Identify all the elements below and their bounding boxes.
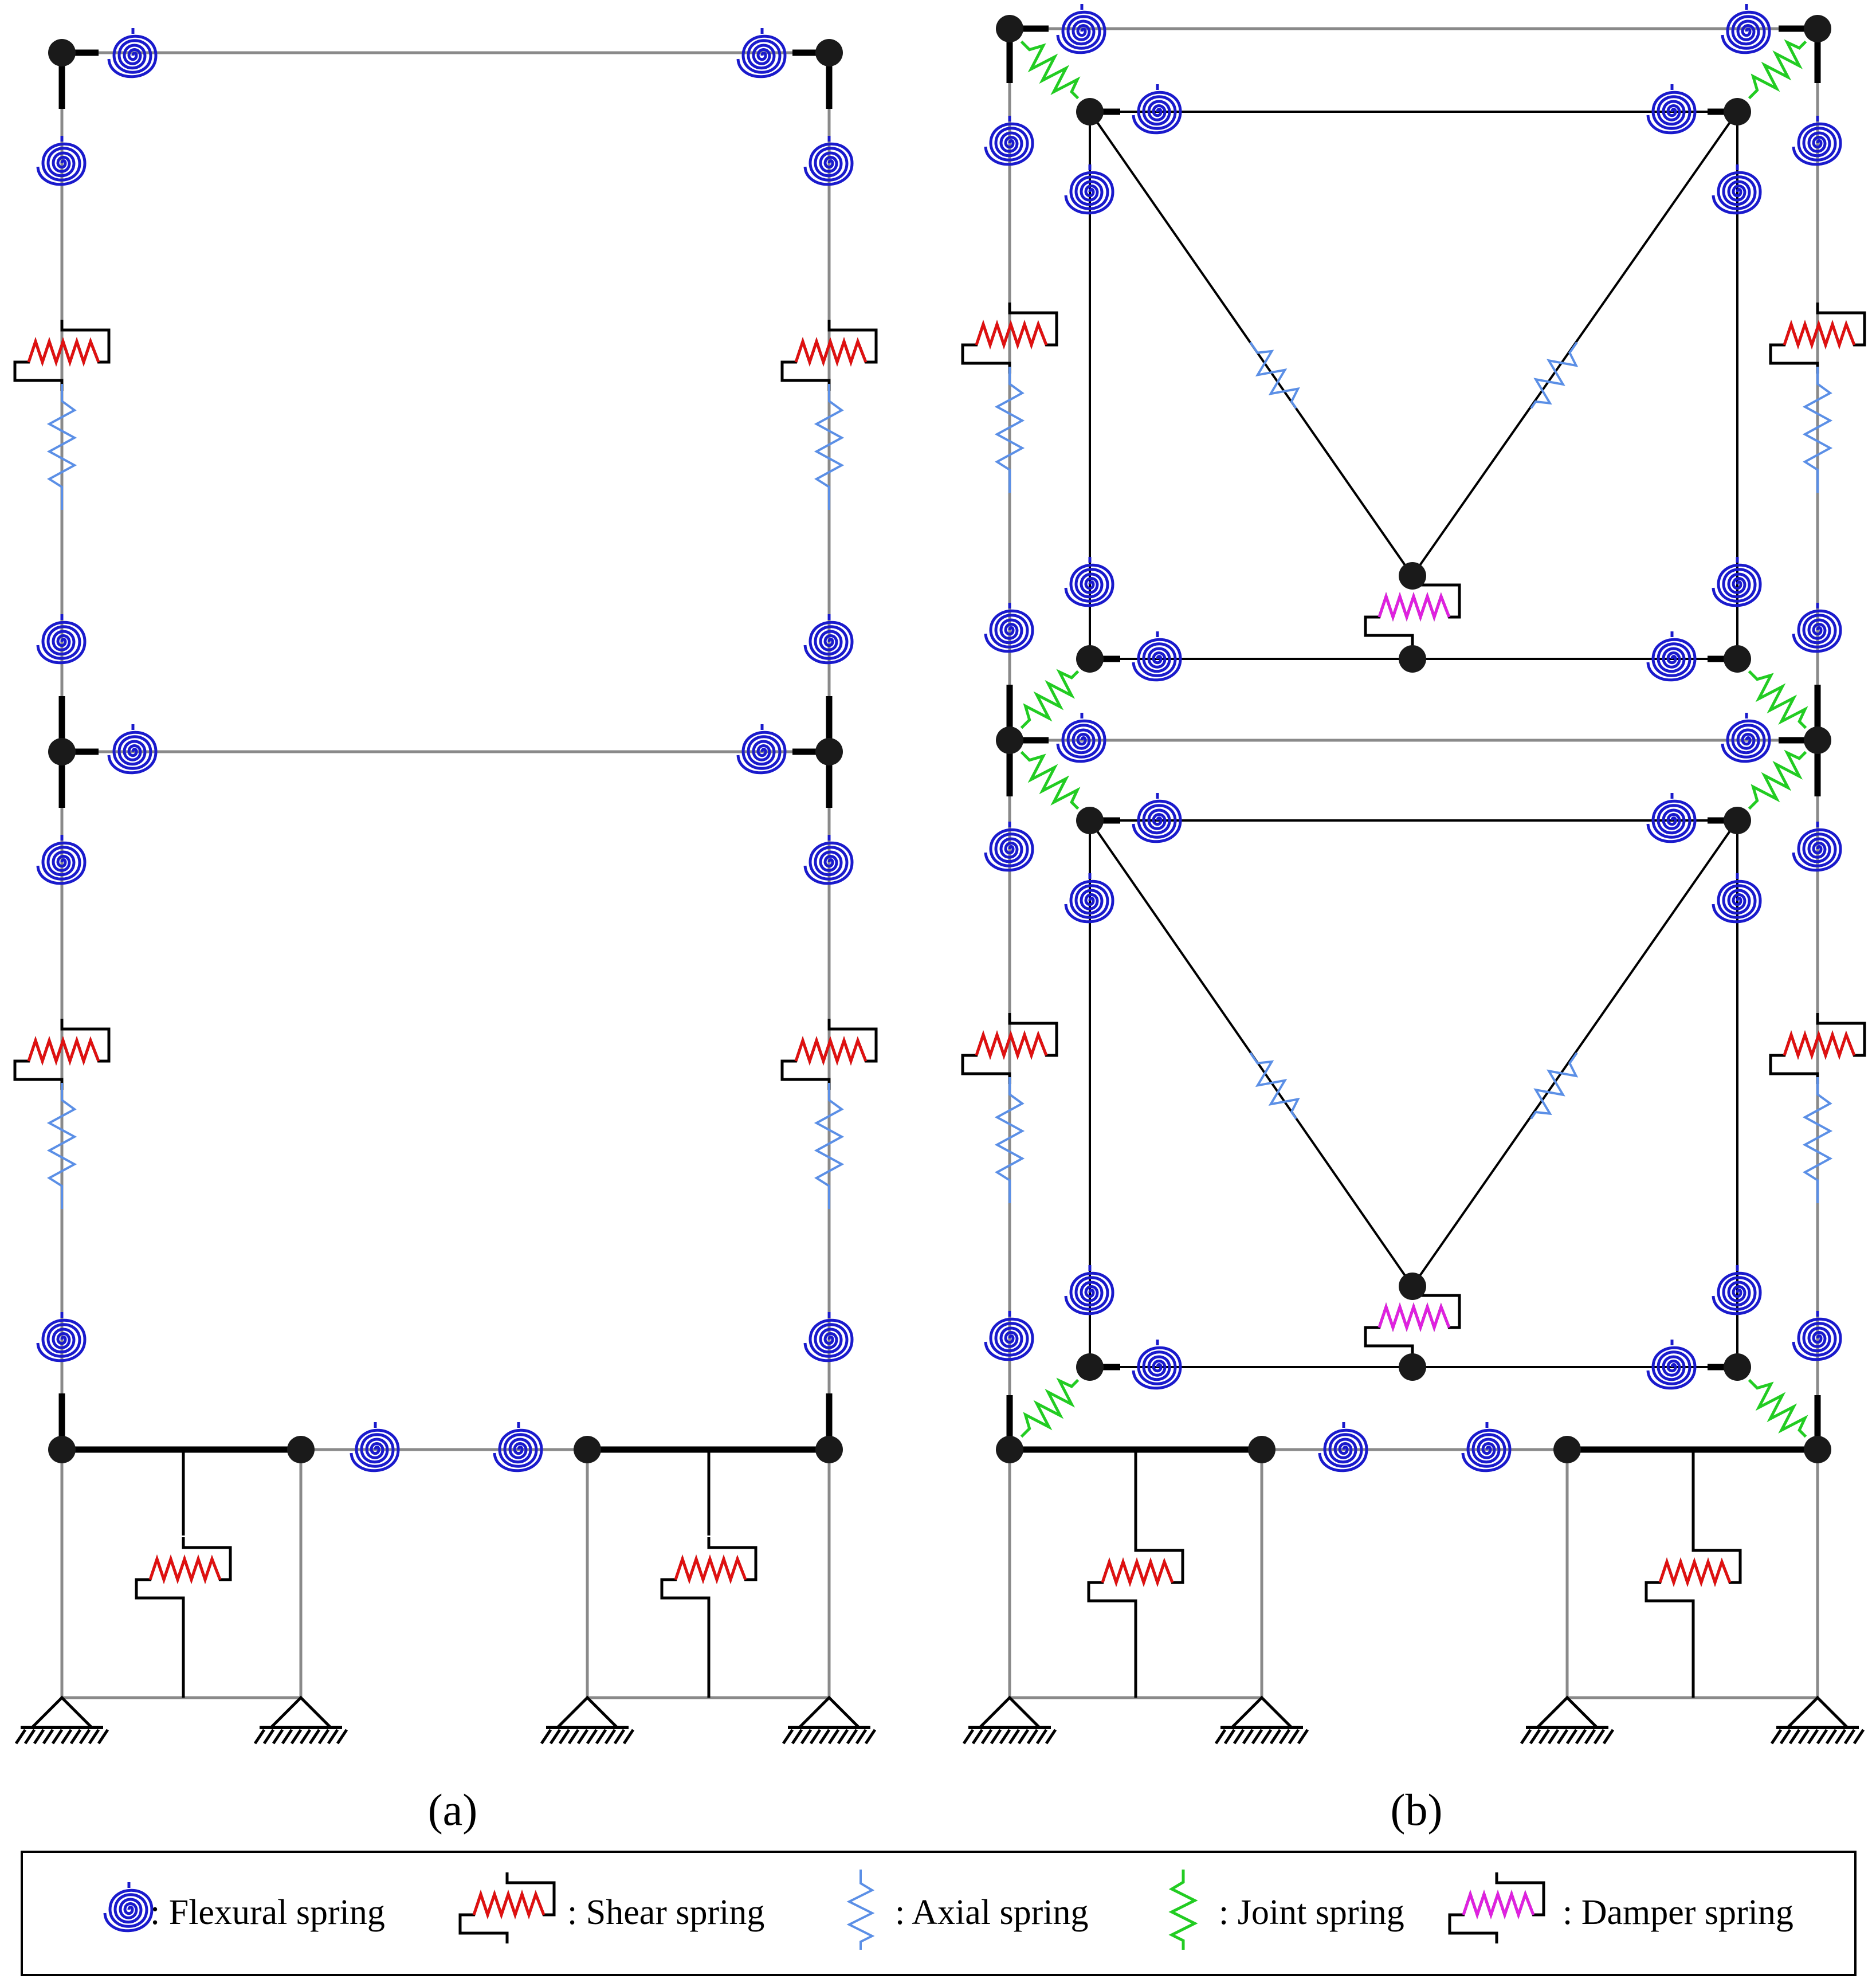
legend-damper-label: : Damper spring xyxy=(1563,1893,1793,1932)
legend-flexural-label: : Flexural spring xyxy=(150,1893,385,1932)
panel-a-axial-springs xyxy=(48,383,843,1210)
legend-axial-label: : Axial spring xyxy=(895,1893,1089,1932)
panel-a-label: (a) xyxy=(428,1785,478,1835)
panel-a-supports xyxy=(16,1698,875,1743)
panel-b-label: (b) xyxy=(1391,1785,1443,1835)
legend: : Flexural spring : Shear spring : Axial… xyxy=(21,1851,1857,1976)
panel-a-flexural-springs xyxy=(38,28,852,1471)
panel-a-shear-springs xyxy=(15,320,876,1608)
panel-b-supports xyxy=(964,1698,1863,1743)
panel-b-frame xyxy=(963,4,1865,1743)
legend-joint-label: : Joint spring xyxy=(1219,1893,1404,1932)
panel-b-axial-springs xyxy=(996,366,1831,1204)
panel-a-frame xyxy=(15,28,876,1743)
legend-shear-label: : Shear spring xyxy=(567,1893,764,1932)
panel-b-flexural-springs xyxy=(986,4,1840,1471)
panel-b-brace-axial-springs xyxy=(1238,333,1589,1128)
legend-box xyxy=(21,1851,1857,1976)
panel-b-shear-springs xyxy=(963,303,1865,1611)
